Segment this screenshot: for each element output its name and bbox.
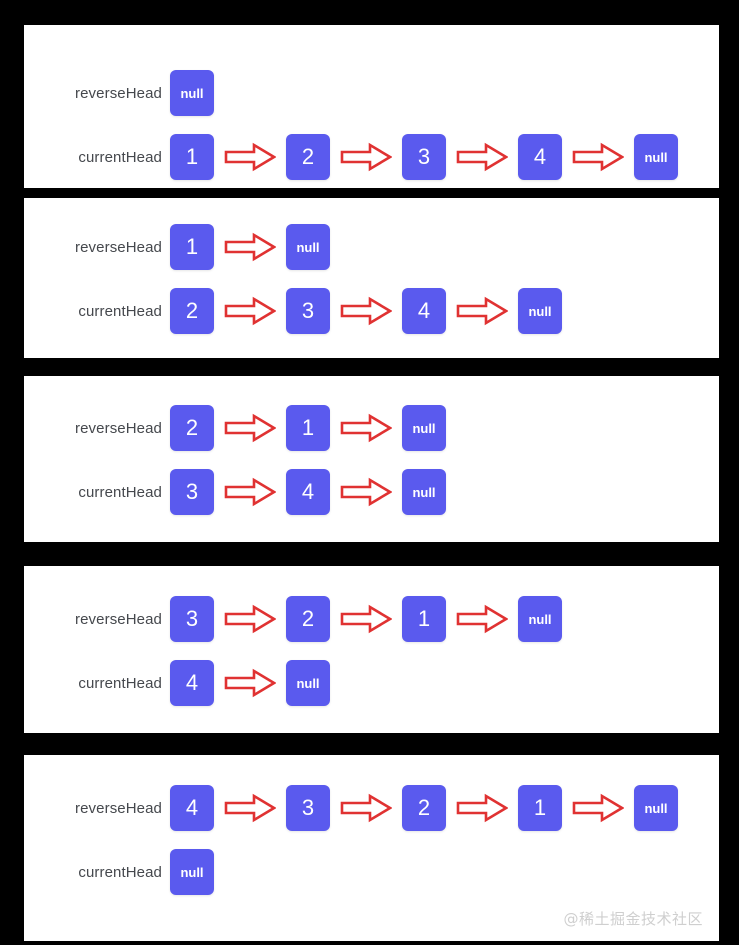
linked-list-chain: 1 2 3 4 null: [170, 134, 719, 180]
panel-rows: reverseHead 4 3 2 1 null currentHead null: [24, 755, 719, 941]
list-node-value: 4: [402, 288, 446, 334]
list-node-value: 4: [518, 134, 562, 180]
list-row-currentHead: currentHead 4 null: [24, 660, 719, 706]
step-panel-2: reverseHead 1 null currentHead 2 3 4 null: [24, 198, 719, 358]
row-label-reverseHead: reverseHead: [75, 610, 162, 628]
list-row-reverseHead: reverseHead null: [24, 70, 719, 116]
row-label-reverseHead: reverseHead: [75, 238, 162, 256]
list-node-value: 4: [286, 469, 330, 515]
next-pointer-arrow-icon: [446, 785, 518, 831]
linked-list-chain: 2 3 4 null: [170, 288, 719, 334]
list-node-null: null: [402, 405, 446, 451]
list-node-value: 1: [402, 596, 446, 642]
list-node-null: null: [518, 596, 562, 642]
next-pointer-arrow-icon: [214, 134, 286, 180]
list-node-value: 1: [170, 224, 214, 270]
list-node-null: null: [402, 469, 446, 515]
row-label-reverseHead: reverseHead: [75, 799, 162, 817]
step-panel-3: reverseHead 2 1 null currentHead 3 4 null: [24, 376, 719, 542]
step-panel-5: reverseHead 4 3 2 1 null currentHead null @稀土掘金技…: [24, 755, 719, 941]
linked-list-chain: 3 2 1 null: [170, 596, 719, 642]
linked-list-chain: 4 3 2 1 null: [170, 785, 719, 831]
row-label-currentHead: currentHead: [78, 302, 162, 320]
list-row-currentHead: currentHead 2 3 4 null: [24, 288, 719, 334]
next-pointer-arrow-icon: [562, 785, 634, 831]
row-label-currentHead: currentHead: [78, 483, 162, 501]
next-pointer-arrow-icon: [446, 596, 518, 642]
list-row-currentHead: currentHead 3 4 null: [24, 469, 719, 515]
list-row-reverseHead: reverseHead 2 1 null: [24, 405, 719, 451]
next-pointer-arrow-icon: [330, 596, 402, 642]
panel-rows: reverseHead 1 null currentHead 2 3 4 null: [24, 198, 719, 358]
next-pointer-arrow-icon: [214, 469, 286, 515]
list-node-null: null: [170, 849, 214, 895]
list-node-value: 1: [518, 785, 562, 831]
linked-list-chain: 3 4 null: [170, 469, 719, 515]
panel-rows: reverseHead 2 1 null currentHead 3 4 null: [24, 376, 719, 542]
list-node-null: null: [634, 785, 678, 831]
linked-list-chain: 1 null: [170, 224, 719, 270]
next-pointer-arrow-icon: [330, 288, 402, 334]
list-node-value: 1: [170, 134, 214, 180]
list-node-value: 3: [286, 785, 330, 831]
next-pointer-arrow-icon: [214, 405, 286, 451]
list-node-null: null: [286, 660, 330, 706]
next-pointer-arrow-icon: [446, 134, 518, 180]
next-pointer-arrow-icon: [330, 785, 402, 831]
linked-list-chain: null: [170, 70, 719, 116]
list-node-value: 1: [286, 405, 330, 451]
list-node-value: 3: [286, 288, 330, 334]
panel-rows: reverseHead 3 2 1 null currentHead 4 null: [24, 566, 719, 733]
next-pointer-arrow-icon: [214, 288, 286, 334]
row-label-reverseHead: reverseHead: [75, 419, 162, 437]
linked-list-chain: 2 1 null: [170, 405, 719, 451]
list-node-value: 2: [170, 288, 214, 334]
list-node-null: null: [518, 288, 562, 334]
next-pointer-arrow-icon: [214, 596, 286, 642]
list-node-value: 2: [402, 785, 446, 831]
next-pointer-arrow-icon: [562, 134, 634, 180]
list-node-null: null: [170, 70, 214, 116]
list-node-value: 3: [402, 134, 446, 180]
row-label-reverseHead: reverseHead: [75, 84, 162, 102]
list-row-reverseHead: reverseHead 4 3 2 1 null: [24, 785, 719, 831]
linked-list-chain: 4 null: [170, 660, 719, 706]
list-node-null: null: [286, 224, 330, 270]
next-pointer-arrow-icon: [214, 785, 286, 831]
next-pointer-arrow-icon: [214, 224, 286, 270]
list-node-value: 3: [170, 469, 214, 515]
list-node-value: 4: [170, 660, 214, 706]
list-row-reverseHead: reverseHead 3 2 1 null: [24, 596, 719, 642]
row-label-currentHead: currentHead: [78, 148, 162, 166]
next-pointer-arrow-icon: [330, 469, 402, 515]
next-pointer-arrow-icon: [330, 134, 402, 180]
list-node-value: 3: [170, 596, 214, 642]
next-pointer-arrow-icon: [446, 288, 518, 334]
list-node-value: 2: [286, 134, 330, 180]
linked-list-chain: null: [170, 849, 719, 895]
step-panel-4: reverseHead 3 2 1 null currentHead 4 null: [24, 566, 719, 733]
list-row-currentHead: currentHead 1 2 3 4 null: [24, 134, 719, 180]
watermark: @稀土掘金技术社区: [563, 910, 703, 928]
list-node-value: 2: [286, 596, 330, 642]
row-label-currentHead: currentHead: [78, 863, 162, 881]
list-node-null: null: [634, 134, 678, 180]
list-row-currentHead: currentHead null: [24, 849, 719, 895]
next-pointer-arrow-icon: [214, 660, 286, 706]
row-label-currentHead: currentHead: [78, 674, 162, 692]
step-panel-1: reverseHead null currentHead 1 2 3 4 null: [24, 25, 719, 188]
list-node-value: 4: [170, 785, 214, 831]
panel-rows: reverseHead null currentHead 1 2 3 4 null: [24, 25, 719, 188]
list-node-value: 2: [170, 405, 214, 451]
next-pointer-arrow-icon: [330, 405, 402, 451]
list-row-reverseHead: reverseHead 1 null: [24, 224, 719, 270]
